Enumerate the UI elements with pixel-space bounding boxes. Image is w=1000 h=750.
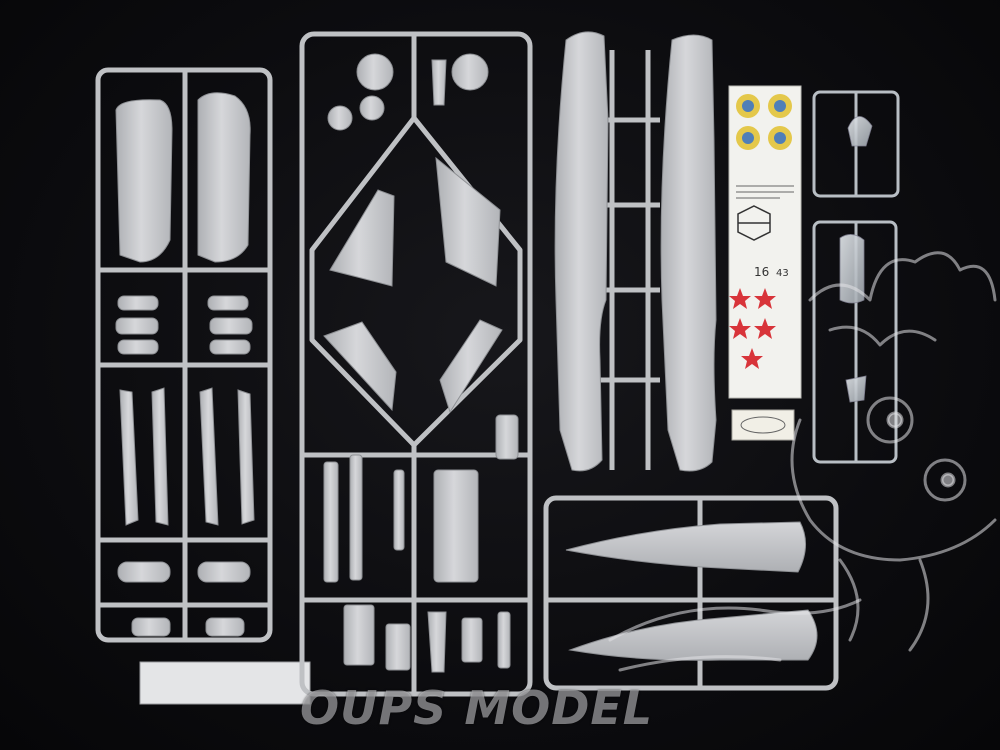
sprue-frame-a bbox=[95, 67, 273, 643]
tail-fin-2 bbox=[151, 387, 169, 526]
sprue-d-parts bbox=[565, 521, 818, 661]
sprue-frame-c bbox=[600, 50, 660, 470]
sprue-b-parts bbox=[323, 53, 519, 673]
sprue-frame-b bbox=[299, 31, 533, 697]
wing-lower-right bbox=[439, 319, 503, 414]
hex-insignia bbox=[737, 205, 771, 241]
tail-fin-1 bbox=[119, 389, 139, 526]
mascot-watermark-drawing bbox=[608, 251, 997, 672]
wing-upper-right bbox=[435, 156, 501, 287]
engine-nacelle-right bbox=[197, 92, 251, 263]
small-card bbox=[731, 409, 795, 441]
nose-cone-lower bbox=[568, 609, 818, 661]
fuselage-half-right bbox=[660, 34, 717, 472]
sprue-a-parts bbox=[115, 92, 255, 637]
fuselage-insert bbox=[433, 469, 479, 583]
engine-nacelle-left bbox=[115, 99, 173, 263]
stencil-lines bbox=[736, 185, 794, 199]
wing-upper-left bbox=[329, 189, 395, 287]
decal-code-43: 43 bbox=[776, 268, 789, 279]
decal-code-16: 16 bbox=[754, 265, 769, 279]
decal-sheet: 16 43 bbox=[728, 85, 802, 399]
tail-fin-4 bbox=[237, 389, 255, 525]
red-stars bbox=[729, 288, 776, 369]
fuselage-half-left bbox=[554, 31, 609, 472]
sprue-c-parts bbox=[554, 31, 717, 472]
oups-model-watermark: OUPS MODEL bbox=[300, 681, 654, 735]
nose-cone-upper bbox=[565, 521, 806, 573]
canopy-part bbox=[847, 116, 873, 147]
tail-fin-3 bbox=[199, 387, 219, 526]
white-plastic-strip bbox=[139, 661, 311, 705]
roundels bbox=[736, 94, 792, 150]
clear-parts bbox=[839, 116, 873, 403]
wing-lower-left bbox=[323, 321, 397, 412]
